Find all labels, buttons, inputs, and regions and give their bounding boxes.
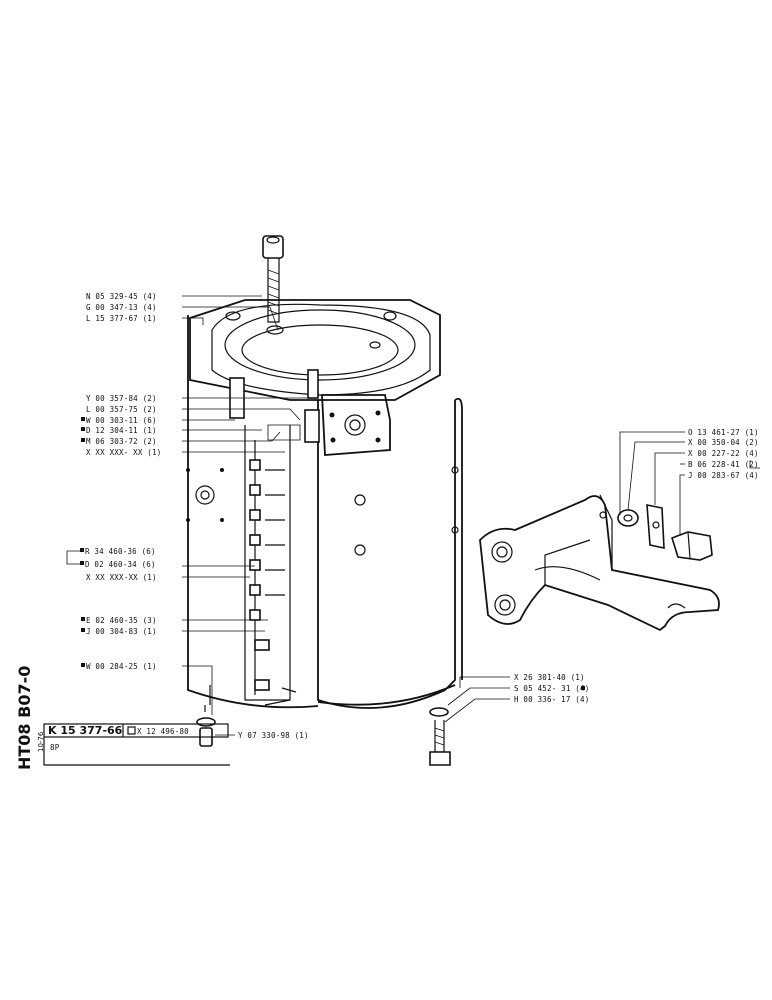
alt-part-number: X 12 496-80 <box>137 727 189 736</box>
callout-label: X XX XXX- XX (1) <box>86 448 161 457</box>
callout-labels-right: O 13 461-27 (1) X 00 350-04 (2) X 00 227… <box>514 428 759 704</box>
callout-label: H 00 336- 17 (4) <box>514 695 589 704</box>
callout-label: W 00 284-25 (1) <box>86 662 157 671</box>
description: 8P <box>50 743 60 752</box>
callout-label: W 00 303-11 (6) <box>86 416 157 425</box>
callout-label: Y 00 357-84 (2) <box>86 394 157 403</box>
callout-label: J 00 304-83 (1) <box>86 627 157 636</box>
part-number: K 15 377-66 <box>48 724 123 737</box>
rack-teeth <box>249 459 285 691</box>
cap-screw <box>262 235 284 323</box>
callout-label: R 34 460-36 (6) <box>85 547 156 556</box>
mounting-bracket <box>479 494 720 632</box>
drawing-code: HT08 B07-0 <box>15 666 34 770</box>
callout-label: B 06 228-41 (2) <box>688 460 759 469</box>
callout-label: L 00 357-75 (2) <box>86 405 157 414</box>
callout-label: S 05 452- 31 (4) <box>514 684 589 693</box>
housing-assembly <box>186 299 463 712</box>
callout-label: D 02 460-34 (6) <box>85 560 156 569</box>
callout-label: O 13 461-27 (1) <box>688 428 759 437</box>
leader-lines <box>66 295 760 736</box>
callout-label-bottom: Y 07 330-98 (1) <box>238 731 309 740</box>
bottom-bolt-right <box>429 707 451 766</box>
callout-label: G 00 347-13 (4) <box>86 303 157 312</box>
callout-label: E 02 460-35 (3) <box>86 616 157 625</box>
callout-label: L 15 377-67 (1) <box>86 314 157 323</box>
callout-label: X 26 301-40 (1) <box>514 673 585 682</box>
callout-labels-left: N 05 329-45 (4) G 00 347-13 (4) L 15 377… <box>80 292 161 671</box>
bottom-screw-left <box>196 717 216 747</box>
title-block: HT08 B07-0 10-76 K 15 377-66 X 12 496-80… <box>15 666 230 770</box>
callout-label: X 00 227-22 (4) <box>688 449 759 458</box>
callout-label: J 00 283-67 (4) <box>688 471 759 480</box>
callout-label: X 00 350-04 (2) <box>688 438 759 447</box>
bracket-hardware <box>617 504 713 561</box>
callout-label: X XX XXX-XX (1) <box>86 573 157 582</box>
callout-label: M 06 303-72 (2) <box>86 437 157 446</box>
callout-label: N 05 329-45 (4) <box>86 292 157 301</box>
date-code: 10-76 <box>37 731 45 752</box>
callout-label: D 12 304-11 (1) <box>86 426 157 435</box>
